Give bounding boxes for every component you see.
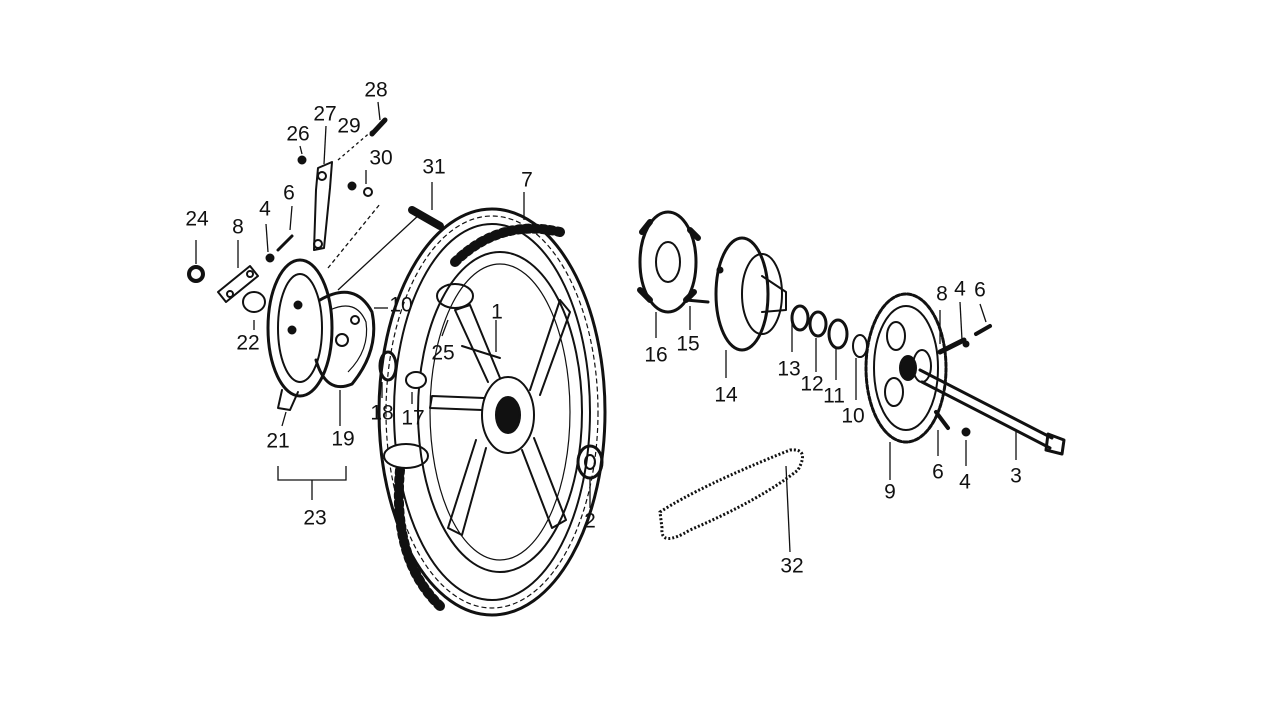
- callout-3: 3: [1010, 464, 1022, 488]
- adjuster-bolt: [276, 234, 294, 252]
- callout-6-right-bottom: 6: [932, 460, 944, 484]
- callout-1: 1: [491, 300, 503, 324]
- callout-22: 22: [236, 331, 260, 355]
- callout-30: 30: [369, 146, 393, 170]
- bolt-right: [974, 324, 992, 336]
- callout-19: 19: [331, 427, 355, 451]
- oil-seal: [827, 318, 849, 350]
- callout-18: 18: [370, 401, 394, 425]
- callout-8-right: 8: [936, 282, 948, 306]
- callout-14: 14: [714, 383, 738, 407]
- callout-6-right-top: 6: [974, 278, 986, 302]
- callout-29: 29: [337, 114, 361, 138]
- nut: [297, 155, 307, 165]
- hub-bearing: [378, 350, 398, 382]
- brake-shoes: [314, 290, 376, 389]
- drive-chain: [658, 448, 804, 540]
- callout-11: 11: [823, 384, 845, 408]
- brake-arm-bolt: [369, 117, 388, 137]
- brake-arm: [313, 161, 333, 251]
- rear-rim: [417, 251, 583, 573]
- callout-4-right-top: 4: [954, 277, 966, 301]
- damper-stud: [684, 298, 710, 304]
- callout-24: 24: [185, 207, 209, 231]
- washer: [347, 181, 357, 191]
- brake-panel: [266, 258, 334, 411]
- callout-27: 27: [313, 102, 337, 126]
- sprocket-adjuster: [937, 337, 967, 355]
- callout-15: 15: [676, 332, 700, 356]
- wheel-bearing: [576, 444, 604, 480]
- axle-nut: [187, 265, 205, 283]
- callout-32: 32: [780, 554, 804, 578]
- rear-tire: [377, 207, 607, 617]
- washer-right: [962, 340, 970, 348]
- pin: [363, 187, 373, 197]
- flange-collar: [790, 304, 810, 332]
- flange-bearing: [808, 310, 828, 338]
- callout-9: 9: [884, 480, 896, 504]
- callout-31: 31: [422, 155, 446, 179]
- callout-6-left: 6: [283, 181, 295, 205]
- callout-26: 26: [286, 122, 310, 146]
- callout-10-right: 10: [841, 404, 865, 428]
- callout-4-right-bottom: 4: [959, 470, 971, 494]
- callout-7: 7: [521, 168, 533, 192]
- distance-collar: [852, 334, 868, 358]
- callout-13: 13: [777, 357, 801, 381]
- callout-21: 21: [266, 429, 290, 453]
- adjuster-nut: [265, 253, 275, 263]
- nut-right: [961, 427, 971, 437]
- callout-8-left: 8: [232, 215, 244, 239]
- spacer-collar: [405, 371, 427, 389]
- leader-lines: [195, 101, 1017, 553]
- callout-25: 25: [431, 341, 455, 365]
- collar: [242, 291, 266, 313]
- bolt-lower: [934, 410, 950, 430]
- rear-sprocket: [864, 292, 948, 444]
- chain-adjuster: [217, 265, 259, 303]
- callout-10-left: 10: [389, 293, 413, 317]
- callout-12: 12: [800, 372, 824, 396]
- callout-16: 16: [644, 343, 668, 367]
- rear-axle: [918, 368, 1066, 456]
- tire-valve: [461, 345, 501, 359]
- callout-4-left: 4: [259, 197, 271, 221]
- hub-damper: [637, 210, 701, 314]
- brake-cam: [408, 206, 444, 230]
- driven-flange: [714, 236, 787, 352]
- callout-17: 17: [401, 406, 425, 430]
- callout-2: 2: [584, 509, 596, 533]
- callout-28: 28: [364, 78, 388, 102]
- callout-23: 23: [303, 506, 327, 530]
